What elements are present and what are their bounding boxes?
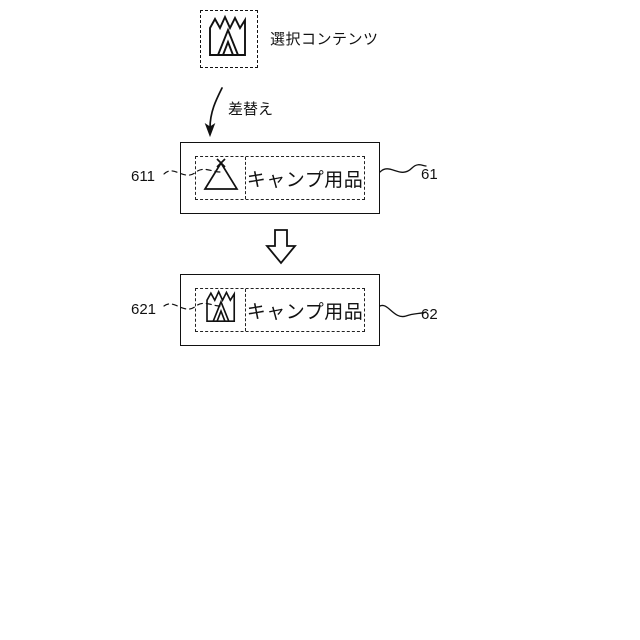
reference-number-621: 621 xyxy=(131,301,157,318)
selected-content-thumbnail xyxy=(200,10,258,68)
banner-after-replacement: キャンプ用品 xyxy=(180,274,380,346)
banner-after-icon-cell xyxy=(196,289,246,331)
banner-before-text-cell: キャンプ用品 xyxy=(246,157,364,199)
replace-step-group: 差替え xyxy=(196,86,273,143)
block-down-arrow-icon xyxy=(264,229,298,270)
tent-flame-icon xyxy=(200,287,242,334)
leader-line-62 xyxy=(379,304,427,318)
banner-before-icon-cell xyxy=(196,157,246,199)
tent-flame-icon xyxy=(201,11,257,65)
selected-content-label: 選択コンテンツ xyxy=(270,31,379,48)
reference-number-611: 611 xyxy=(131,168,155,185)
replace-label: 差替え xyxy=(228,101,274,118)
leader-line-621 xyxy=(163,302,221,310)
reference-number-62: 62 xyxy=(421,306,438,323)
banner-before-text: キャンプ用品 xyxy=(246,169,364,191)
banner-after-text-cell: キャンプ用品 xyxy=(246,289,364,331)
leader-line-61 xyxy=(379,164,427,173)
plain-triangle-tent-icon xyxy=(201,157,241,200)
banner-after-text: キャンプ用品 xyxy=(246,301,364,323)
banner-after-inner-frame: キャンプ用品 xyxy=(195,288,365,332)
reference-number-61: 61 xyxy=(421,166,438,183)
banner-before-inner-frame: キャンプ用品 xyxy=(195,156,365,200)
banner-before-replacement: キャンプ用品 xyxy=(180,142,380,214)
curved-down-arrow-icon xyxy=(196,87,242,142)
transition-block-arrow xyxy=(264,228,298,271)
leader-line-611 xyxy=(163,168,221,176)
